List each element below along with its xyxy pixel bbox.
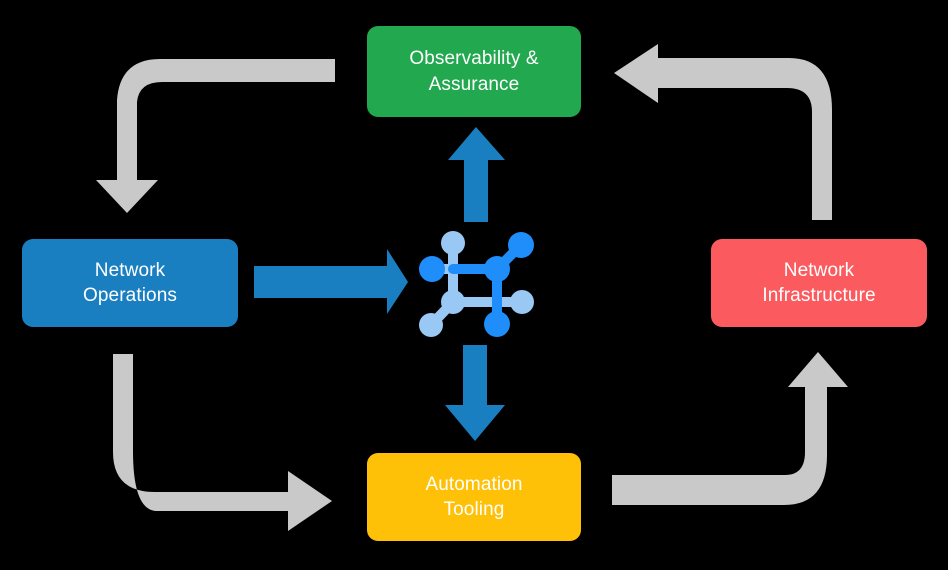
connector-observability-to-operations (96, 59, 335, 213)
connector-infrastructure-to-observability (614, 44, 832, 220)
connector-automation-to-infrastructure (612, 352, 848, 505)
network-topology-icon (419, 231, 534, 337)
node-label-network-operations: Network Operations (83, 259, 177, 306)
node-automation-tooling[interactable]: Automation Tooling (367, 453, 581, 541)
node-network-operations[interactable]: Network Operations (22, 239, 238, 327)
connector-center-to-automation (445, 345, 505, 441)
node-label-automation-tooling: Automation Tooling (425, 473, 523, 520)
node-label-observability: Observability & Assurance (409, 48, 539, 95)
node-network-infrastructure[interactable]: Network Infrastructure (711, 239, 927, 327)
connector-operations-to-center (254, 249, 408, 314)
connector-operations-to-automation (113, 354, 332, 531)
node-observability-assurance[interactable]: Observability & Assurance (367, 26, 581, 117)
node-label-network-infrastructure: Network Infrastructure (762, 259, 876, 306)
connector-center-to-observability (448, 127, 505, 222)
